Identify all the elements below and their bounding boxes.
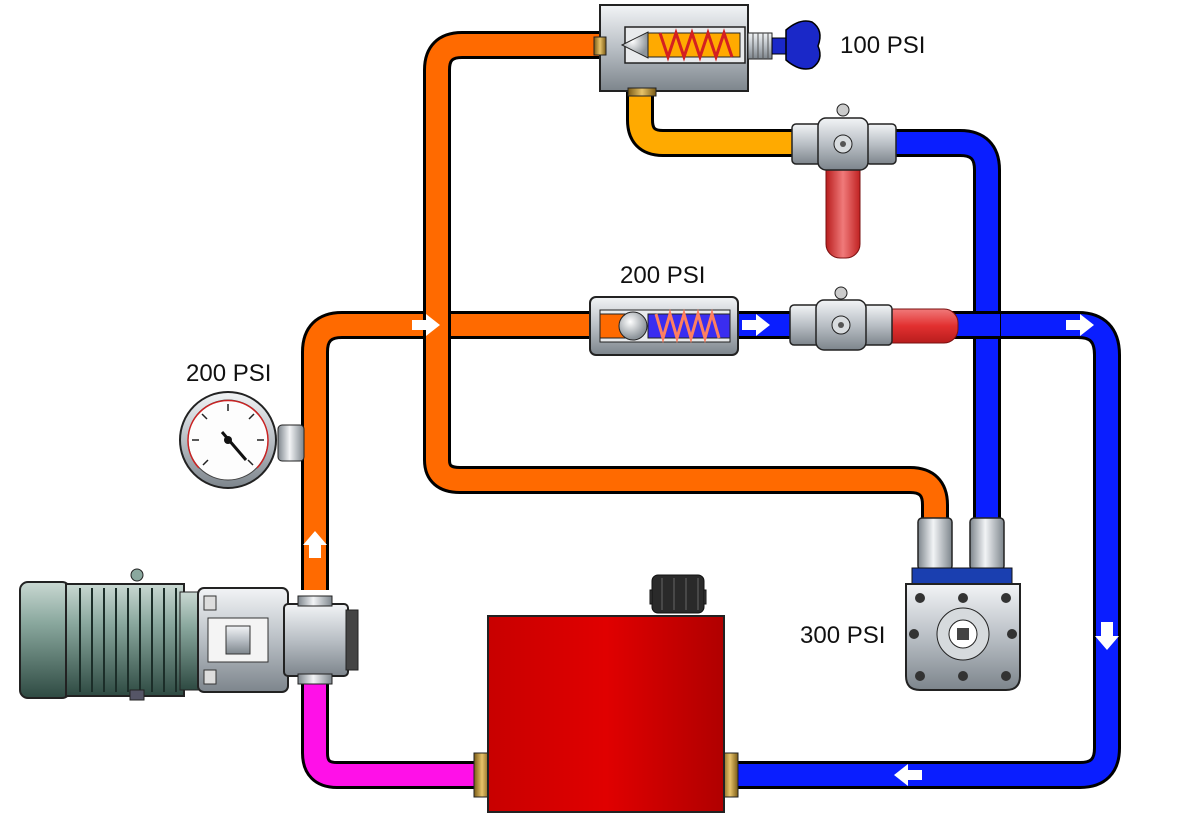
return-line-to-tank xyxy=(718,311,1121,789)
pressure-line-to-top-valve xyxy=(423,31,600,325)
hydraulic-pump xyxy=(283,595,359,685)
ball-valve-upper[interactable] xyxy=(791,103,897,259)
pressure-gauge xyxy=(179,391,305,489)
hydraulic-motor xyxy=(905,517,1021,691)
flow-arrow-left xyxy=(894,764,922,786)
electric-motor xyxy=(19,568,289,701)
check-relief-valve[interactable] xyxy=(589,296,739,356)
flow-arrow-right-return xyxy=(1066,314,1094,336)
flow-arrow-right-relief xyxy=(742,314,770,336)
pressure-line-main xyxy=(301,311,600,590)
pilot-line xyxy=(626,92,795,157)
ball-valve-lower[interactable] xyxy=(789,286,959,351)
flow-arrow-right-tee xyxy=(412,314,440,336)
adjustable-relief-valve[interactable] xyxy=(593,4,821,97)
flow-arrow-down xyxy=(1095,622,1119,650)
motor-pressure-label: 300 PSI xyxy=(800,622,886,649)
gauge-pressure-label: 200 PSI xyxy=(186,360,272,387)
mid-relief-pressure-label: 200 PSI xyxy=(620,262,706,289)
pressure-line xyxy=(301,31,949,590)
flow-arrow-up xyxy=(303,531,327,558)
top-relief-pressure-label: 100 PSI xyxy=(840,32,926,59)
reservoir-tank xyxy=(473,574,739,813)
suction-line xyxy=(301,680,480,789)
adjust-knob-icon xyxy=(785,20,821,70)
